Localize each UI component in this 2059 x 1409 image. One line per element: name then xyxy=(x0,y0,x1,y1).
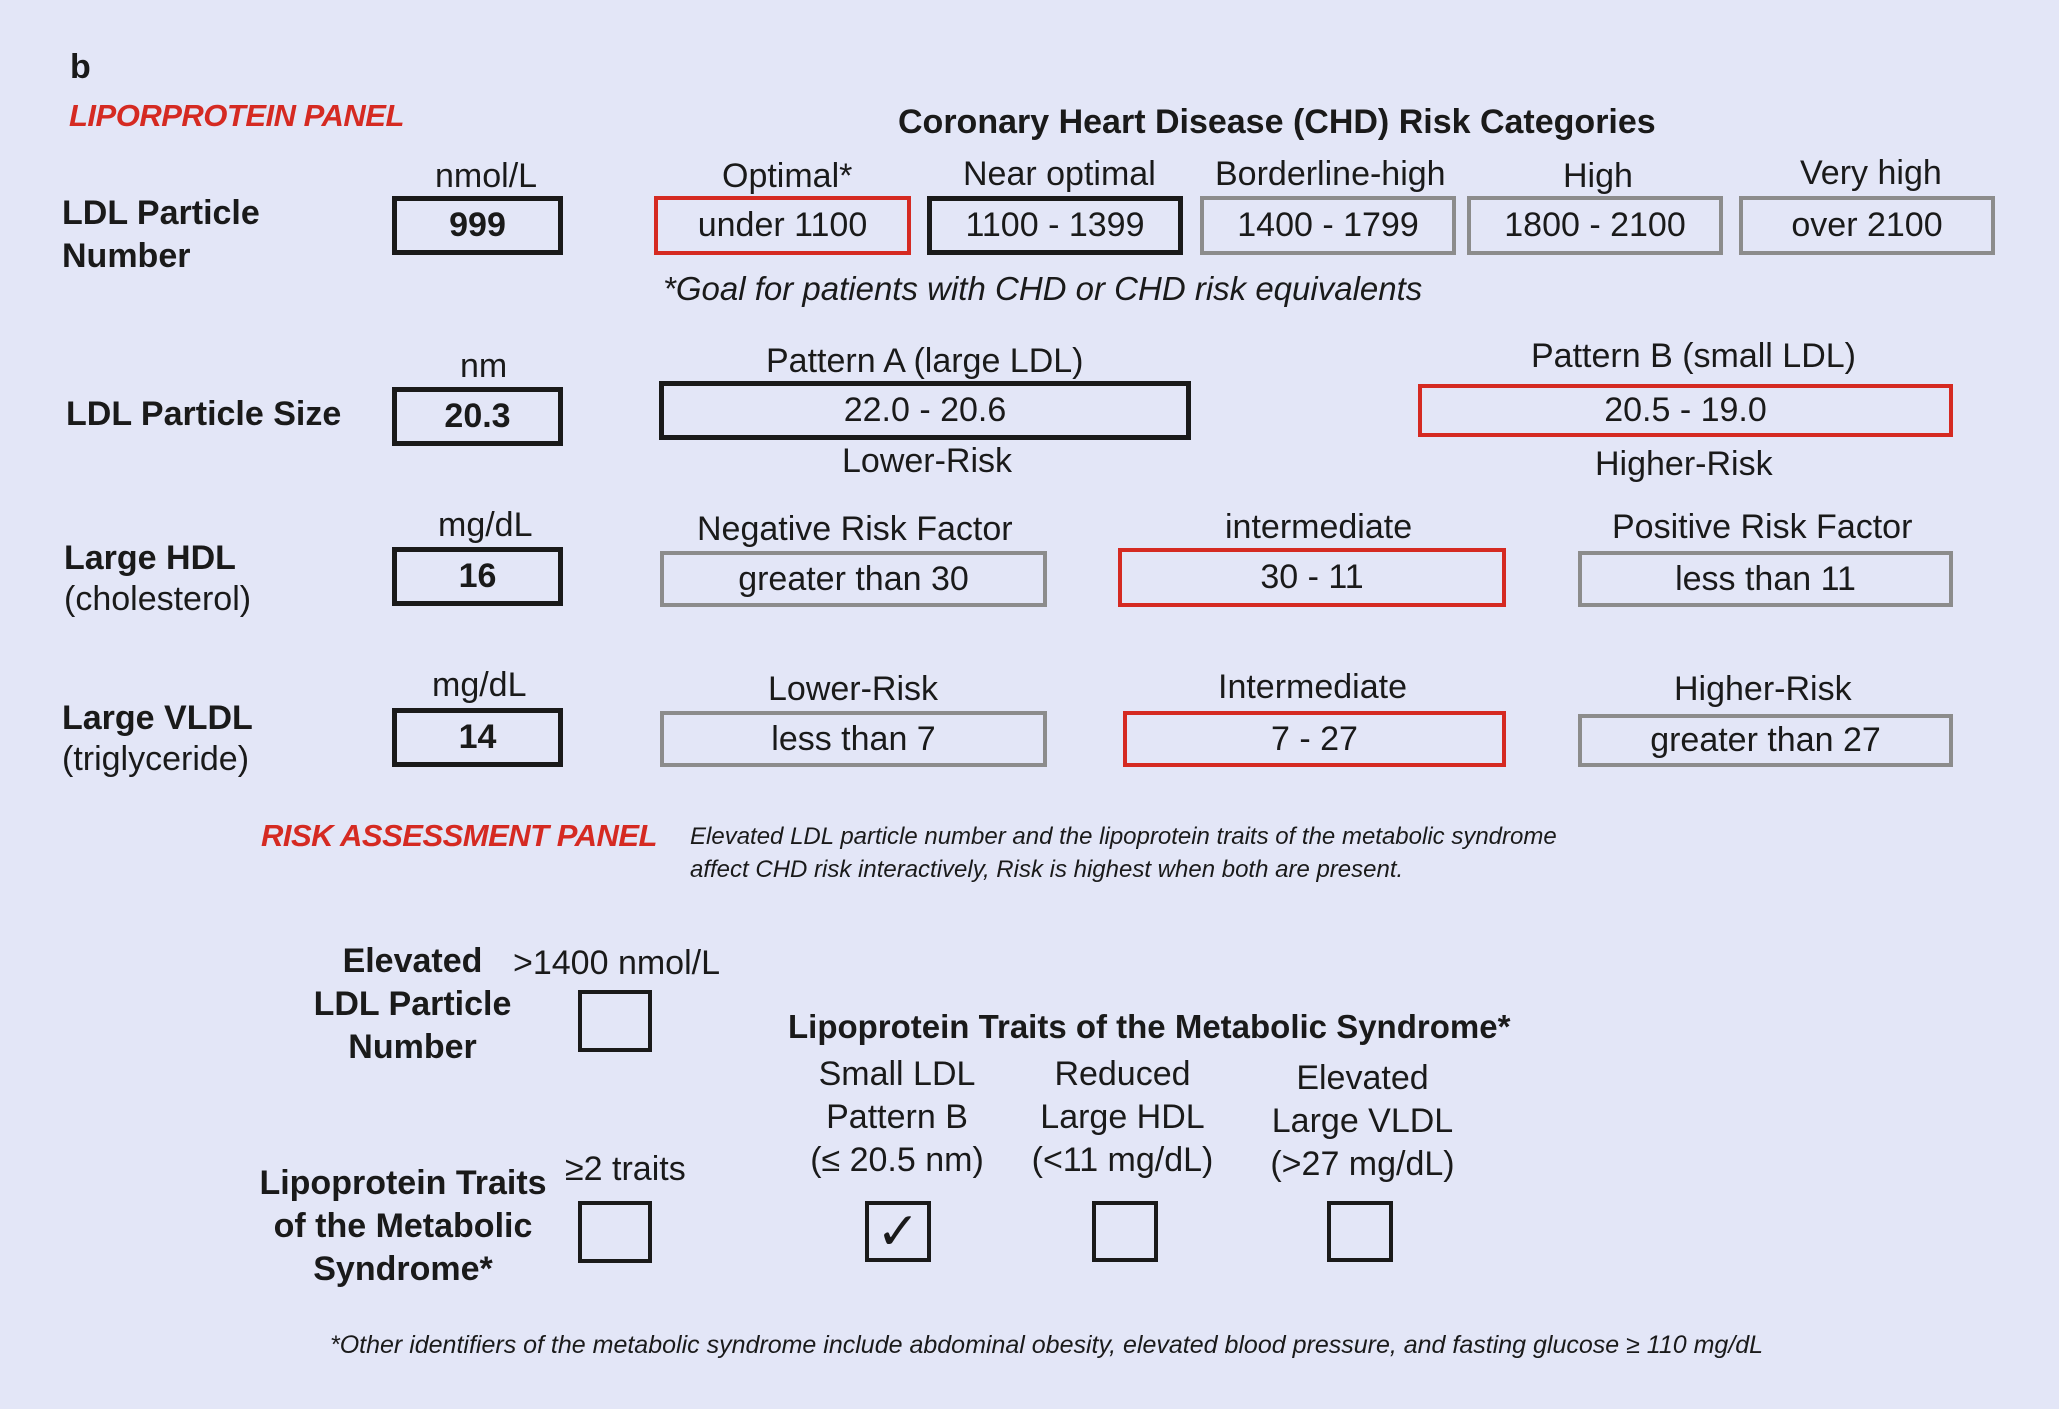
ldl-size-cat-range: 22.0 - 20.6 xyxy=(659,381,1191,440)
ldl-size-cat-range: 20.5 - 19.0 xyxy=(1418,384,1953,437)
trait-small-ldl: Small LDL Pattern B (≤ 20.5 nm) xyxy=(777,1053,1017,1182)
elevated-ldl-threshold: >1400 nmol/L xyxy=(513,944,720,982)
ldl-size-cat-header: Pattern B (small LDL) xyxy=(1531,337,1856,375)
vldl-value: 14 xyxy=(392,708,563,767)
risk-description-line1: Elevated LDL particle number and the lip… xyxy=(690,823,1557,850)
trait-small-ldl-checkbox[interactable]: ✓ xyxy=(865,1201,931,1262)
ldl-number-cat-range: under 1100 xyxy=(654,196,911,255)
ldl-number-cat-header: Borderline-high xyxy=(1215,155,1446,193)
vldl-cat-range: greater than 27 xyxy=(1578,714,1953,767)
ldl-size-unit: nm xyxy=(460,347,508,385)
risk-description-line2: affect CHD risk interactively, Risk is h… xyxy=(690,856,1404,883)
trait-elevated-vldl: Elevated Large VLDL (>27 mg/dL) xyxy=(1240,1057,1485,1186)
hdl-value: 16 xyxy=(392,547,563,606)
hdl-sublabel: (cholesterol) xyxy=(64,580,252,618)
vldl-cat-header: Intermediate xyxy=(1218,668,1407,706)
trait-line: Elevated xyxy=(1296,1059,1429,1097)
elevated-ldl-label: Elevated LDL Particle Number xyxy=(300,940,525,1069)
vldl-sublabel: (triglyceride) xyxy=(62,740,250,778)
checkmark-icon: ✓ xyxy=(876,1202,920,1261)
traits-checkbox[interactable] xyxy=(578,1201,652,1263)
ldl-number-cat-header: High xyxy=(1563,157,1633,195)
ldl-number-cat-range: 1800 - 2100 xyxy=(1467,196,1723,255)
trait-line: (<11 mg/dL) xyxy=(1031,1141,1214,1179)
trait-line: Reduced xyxy=(1054,1055,1191,1093)
metabolic-traits-header: Lipoprotein Traits of the Metabolic Synd… xyxy=(788,1008,1511,1045)
bottom-footnote: *Other identifiers of the metabolic synd… xyxy=(330,1331,1764,1359)
ldl-size-label: LDL Particle Size xyxy=(66,395,342,433)
ldl-number-cat-header: Optimal* xyxy=(722,157,853,195)
hdl-cat-range: greater than 30 xyxy=(660,551,1047,607)
vldl-cat-header: Lower-Risk xyxy=(768,670,939,708)
trait-reduced-hdl: Reduced Large HDL (<11 mg/dL) xyxy=(1000,1053,1245,1182)
trait-elevated-vldl-checkbox[interactable] xyxy=(1327,1201,1393,1262)
ldl-size-cat-header: Pattern A (large LDL) xyxy=(766,342,1084,380)
ldl-size-cat-below: Lower-Risk xyxy=(842,442,1013,480)
trait-line: Small LDL xyxy=(818,1055,976,1093)
label-line: LDL Particle xyxy=(313,985,512,1023)
lipoprotein-panel-title: LIPORPROTEIN PANEL xyxy=(69,98,404,133)
ldl-size-value: 20.3 xyxy=(392,387,563,446)
vldl-cat-range: less than 7 xyxy=(660,711,1047,767)
ldl-number-cat-header: Very high xyxy=(1800,154,1942,192)
vldl-label: Large VLDL xyxy=(62,699,253,737)
ldl-number-cat-range: 1100 - 1399 xyxy=(927,196,1183,255)
ldl-number-cat-range: over 2100 xyxy=(1739,196,1995,255)
trait-line: Pattern B xyxy=(826,1098,968,1136)
ldl-number-cat-header: Near optimal xyxy=(963,155,1156,193)
traits-label: Lipoprotein Traits of the Metabolic Synd… xyxy=(258,1162,548,1291)
label-line: Lipoprotein Traits xyxy=(259,1164,547,1202)
hdl-label: Large HDL xyxy=(64,539,236,577)
hdl-cat-range: 30 - 11 xyxy=(1118,548,1506,607)
vldl-unit: mg/dL xyxy=(432,666,527,704)
elevated-ldl-checkbox[interactable] xyxy=(578,990,652,1052)
label-line: Syndrome* xyxy=(313,1250,493,1288)
trait-line: (≤ 20.5 nm) xyxy=(810,1141,984,1179)
figure-label: b xyxy=(70,48,91,86)
hdl-cat-range: less than 11 xyxy=(1578,551,1953,607)
vldl-cat-header: Higher-Risk xyxy=(1674,670,1852,708)
traits-threshold: ≥2 traits xyxy=(565,1150,686,1188)
ldl-number-unit: nmol/L xyxy=(435,157,538,195)
label-line: Elevated xyxy=(342,942,483,980)
ldl-number-value: 999 xyxy=(392,196,563,255)
trait-reduced-hdl-checkbox[interactable] xyxy=(1092,1201,1158,1262)
label-line: of the Metabolic xyxy=(273,1207,533,1245)
ldl-number-footnote: *Goal for patients with CHD or CHD risk … xyxy=(663,270,1423,307)
ldl-size-cat-below: Higher-Risk xyxy=(1595,445,1773,483)
hdl-cat-header: intermediate xyxy=(1225,508,1413,546)
trait-line: (>27 mg/dL) xyxy=(1270,1145,1455,1183)
chd-risk-header: Coronary Heart Disease (CHD) Risk Catego… xyxy=(898,103,1656,141)
hdl-cat-header: Negative Risk Factor xyxy=(697,510,1013,548)
label-line: Number xyxy=(348,1028,477,1066)
vldl-cat-range: 7 - 27 xyxy=(1123,711,1506,767)
ldl-number-label: LDL Particle Number xyxy=(62,194,260,275)
ldl-number-cat-range: 1400 - 1799 xyxy=(1200,196,1456,255)
hdl-cat-header: Positive Risk Factor xyxy=(1612,508,1913,546)
trait-line: Large VLDL xyxy=(1271,1102,1454,1140)
hdl-unit: mg/dL xyxy=(438,506,533,544)
risk-panel-title: RISK ASSESSMENT PANEL xyxy=(261,818,658,853)
trait-line: Large HDL xyxy=(1040,1098,1205,1136)
